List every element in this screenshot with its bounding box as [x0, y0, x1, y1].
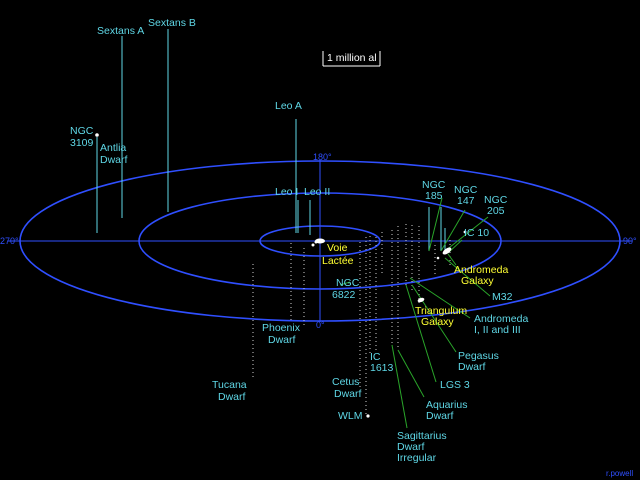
milky-way-galaxy-icon: [315, 238, 325, 244]
label-tucana-dwarf: Dwarf: [218, 391, 246, 403]
label-phoenix-dwarf: Dwarf: [268, 334, 296, 346]
label-ngc185-number: 185: [425, 190, 443, 202]
label-lgs3: LGS 3: [440, 379, 470, 391]
label-wlm: WLM: [338, 410, 363, 422]
label-ngc3109: NGC: [70, 125, 94, 137]
label-ngc147: NGC: [454, 184, 478, 196]
label-ic1613: IC: [370, 351, 381, 363]
label-sextans-b: Sextans B: [148, 17, 196, 29]
scale-bar-label: 1 million al: [327, 52, 377, 64]
label-ngc6822-number: 6822: [332, 289, 356, 301]
label-antlia-dwarf: Dwarf: [100, 154, 128, 166]
label-sagittarius-dwarf: Dwarf: [397, 441, 425, 453]
label-aquarius-dwarf: Dwarf: [426, 410, 454, 422]
label-leo-i: Leo I: [275, 186, 298, 198]
galaxy-markers: [95, 133, 467, 418]
label-pegasus-dwarf: Dwarf: [458, 361, 486, 373]
scale-bar: 1 million al: [322, 51, 381, 67]
label-lactee: Lactée: [322, 255, 354, 267]
label-ic10: IC 10: [464, 227, 489, 239]
leader-lines: [339, 197, 491, 429]
label-andromeda-123-sub: I, II and III: [474, 324, 521, 336]
degree-0: 0°: [316, 320, 325, 330]
label-ngc6822: NGC: [336, 277, 360, 289]
label-voie: Voie: [327, 242, 348, 254]
label-antlia: Antlia: [100, 142, 126, 154]
label-leo-ii: Leo II: [304, 186, 330, 198]
degree-90: 90°: [623, 236, 637, 246]
label-ngc185: NGC: [422, 179, 446, 191]
degree-180: 180°: [313, 152, 332, 162]
label-triangulum-galaxy: Galaxy: [421, 316, 454, 328]
label-cetus-dwarf: Dwarf: [334, 388, 362, 400]
drop-lines-below: [252, 224, 451, 415]
drop-lines-above: [96, 29, 446, 251]
label-andromeda-123: Andromeda: [474, 313, 528, 325]
label-phoenix: Phoenix: [262, 322, 301, 334]
label-aquarius: Aquarius: [426, 399, 467, 411]
label-tucana: Tucana: [212, 379, 247, 391]
labels: Sextans A Sextans B Leo A Leo I Leo II N…: [70, 17, 528, 464]
label-leo-a: Leo A: [275, 100, 302, 112]
label-cetus: Cetus: [332, 376, 359, 388]
label-pegasus: Pegasus: [458, 350, 499, 362]
triangulum-galaxy-icon: [417, 297, 425, 303]
label-ngc205: NGC: [484, 194, 508, 206]
label-andromeda-galaxy: Galaxy: [461, 275, 494, 287]
label-sextans-a: Sextans A: [97, 25, 144, 37]
label-ic1613-number: 1613: [370, 362, 394, 374]
label-ngc147-number: 147: [457, 195, 475, 207]
label-andromeda: Andromeda: [454, 264, 508, 276]
degree-270: 270°: [0, 236, 19, 246]
label-ngc205-number: 205: [487, 205, 505, 217]
label-ngc3109-number: 3109: [70, 137, 94, 149]
label-sagittarius: Sagittarius: [397, 430, 447, 442]
andromeda-galaxy-icon: [442, 247, 452, 255]
label-m32: M32: [492, 291, 513, 303]
label-triangulum: Triangulum: [415, 305, 467, 317]
label-sagittarius-irregular: Irregular: [397, 452, 437, 464]
credit: r.powell: [606, 469, 633, 478]
